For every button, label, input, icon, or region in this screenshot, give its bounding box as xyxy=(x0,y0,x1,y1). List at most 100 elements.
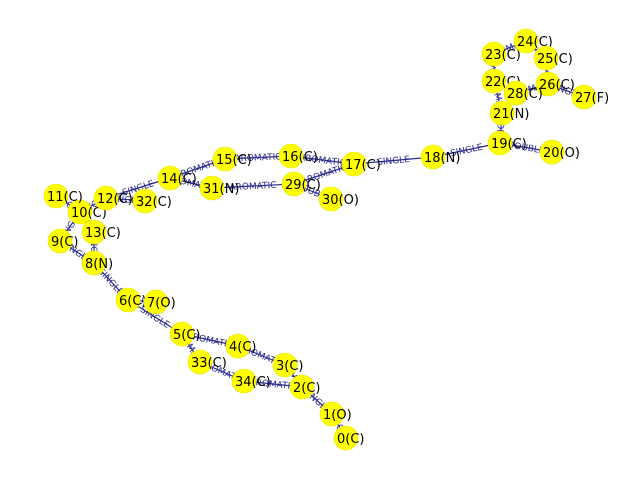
bond-label: AROMATIC xyxy=(249,378,297,393)
atom-circle xyxy=(231,368,257,394)
atom-label: 28(C) xyxy=(507,87,543,102)
atom-label: 15(C) xyxy=(216,153,252,168)
atom-node: 29(C) xyxy=(281,171,321,197)
bond-label: SINGLE xyxy=(88,231,98,264)
atom-label: 18(N) xyxy=(424,151,460,166)
atom-circle xyxy=(225,333,251,359)
atom-label: 9(C) xyxy=(51,235,79,250)
atom-circle xyxy=(503,80,529,106)
atom-node: 2(C) xyxy=(289,374,321,400)
atom-label: 27(F) xyxy=(575,91,609,106)
atom-label: 10(C) xyxy=(71,206,107,221)
atom-label: 16(C) xyxy=(282,150,318,165)
atom-circle xyxy=(481,68,507,94)
atom-node: 10(C) xyxy=(67,199,107,225)
atom-circle xyxy=(81,219,107,245)
atom-node: 15(C) xyxy=(212,146,252,172)
atom-node: 5(C) xyxy=(169,321,201,347)
atom-circle xyxy=(289,374,315,400)
atom-circle xyxy=(487,130,513,156)
atom-node: 23(C) xyxy=(481,41,521,67)
atom-circle xyxy=(199,175,225,201)
atom-circle xyxy=(571,84,597,110)
atom-circle xyxy=(47,228,73,254)
atom-label: 11(C) xyxy=(47,190,83,205)
atom-circle xyxy=(143,289,169,315)
atom-node: 13(C) xyxy=(81,219,121,245)
atom-node: 9(C) xyxy=(47,228,79,254)
atom-label: 30(O) xyxy=(322,193,359,208)
atom-node: 28(C) xyxy=(503,80,543,106)
atom-label: 23(C) xyxy=(485,48,521,63)
atom-label: 2(C) xyxy=(293,381,321,396)
atom-node: 6(C) xyxy=(115,287,147,313)
atom-label: 19(C) xyxy=(491,137,527,152)
atom-circle xyxy=(187,349,213,375)
atom-node: 4(C) xyxy=(225,333,257,359)
bond-label: AROMATIC xyxy=(229,181,277,193)
atom-label: 17(C) xyxy=(345,158,381,173)
bond-label: AROMATIC xyxy=(490,44,500,91)
atom-label: 31(N) xyxy=(203,182,239,197)
atom-node: 21(N) xyxy=(489,100,529,126)
atom-node: 14(C) xyxy=(157,165,197,191)
atom-node: 25(C) xyxy=(533,45,573,71)
atom-label: 8(N) xyxy=(85,257,113,272)
atom-node: 17(C) xyxy=(341,151,381,177)
atom-circle xyxy=(115,287,141,313)
atom-circle xyxy=(93,185,119,211)
atom-circle xyxy=(212,146,238,172)
atom-label: 6(C) xyxy=(119,294,147,309)
atom-label: 13(C) xyxy=(85,226,121,241)
atom-circle xyxy=(67,199,93,225)
atom-circle xyxy=(539,139,565,165)
atom-label: 20(O) xyxy=(543,146,580,161)
bond-edge xyxy=(353,156,434,165)
atom-label: 33(C) xyxy=(191,356,227,371)
atom-circle xyxy=(272,352,298,378)
node-layer: 0(C) 1(O)2(C) 3(C) 4(C) 5(C) 6(C)7(O) 8(N) 9(C)… xyxy=(43,28,609,451)
atom-label: 1(O) xyxy=(323,408,352,423)
atom-node: 32(C) xyxy=(132,188,172,214)
atom-circle xyxy=(333,425,359,451)
atom-circle xyxy=(489,100,515,126)
atom-node: 22(C) xyxy=(481,68,521,94)
atom-circle xyxy=(535,71,561,97)
atom-node: 1(O) xyxy=(319,401,352,427)
atom-circle xyxy=(157,165,183,191)
atom-node: 11(C) xyxy=(43,183,83,209)
atom-circle xyxy=(513,28,539,54)
atom-node: 7(O) xyxy=(143,289,176,315)
atom-label: 4(C) xyxy=(229,340,257,355)
atom-label: 0(C) xyxy=(337,432,365,447)
atom-circle xyxy=(281,171,307,197)
atom-circle xyxy=(420,144,446,170)
bond-label: AROMATIC xyxy=(234,152,282,164)
atom-label: 32(C) xyxy=(136,195,172,210)
atom-circle xyxy=(278,143,304,169)
atom-circle xyxy=(81,250,107,276)
atom-circle xyxy=(319,401,345,427)
atom-label: 7(O) xyxy=(147,296,176,311)
atom-label: 5(C) xyxy=(173,328,201,343)
atom-circle xyxy=(341,151,367,177)
atom-circle xyxy=(481,41,507,67)
atom-node: 34(C) xyxy=(231,368,271,394)
atom-label: 21(N) xyxy=(493,107,529,122)
atom-circle xyxy=(132,188,158,214)
atom-circle xyxy=(169,321,195,347)
atom-label: 29(C) xyxy=(285,178,321,193)
atom-label: 3(C) xyxy=(276,359,304,374)
atom-node: 30(O) xyxy=(318,186,359,212)
atom-node: 26(C) xyxy=(535,71,575,97)
bond-edge xyxy=(211,183,295,189)
atom-node: 0(C) xyxy=(333,425,365,451)
atom-label: 14(C) xyxy=(161,172,197,187)
atom-circle xyxy=(533,45,559,71)
atom-node: 31(N) xyxy=(199,175,239,201)
atom-node: 20(O) xyxy=(539,139,580,165)
atom-node: 19(C) xyxy=(487,130,527,156)
atom-label: 12(C) xyxy=(97,192,133,207)
atom-node: 33(C) xyxy=(187,349,227,375)
